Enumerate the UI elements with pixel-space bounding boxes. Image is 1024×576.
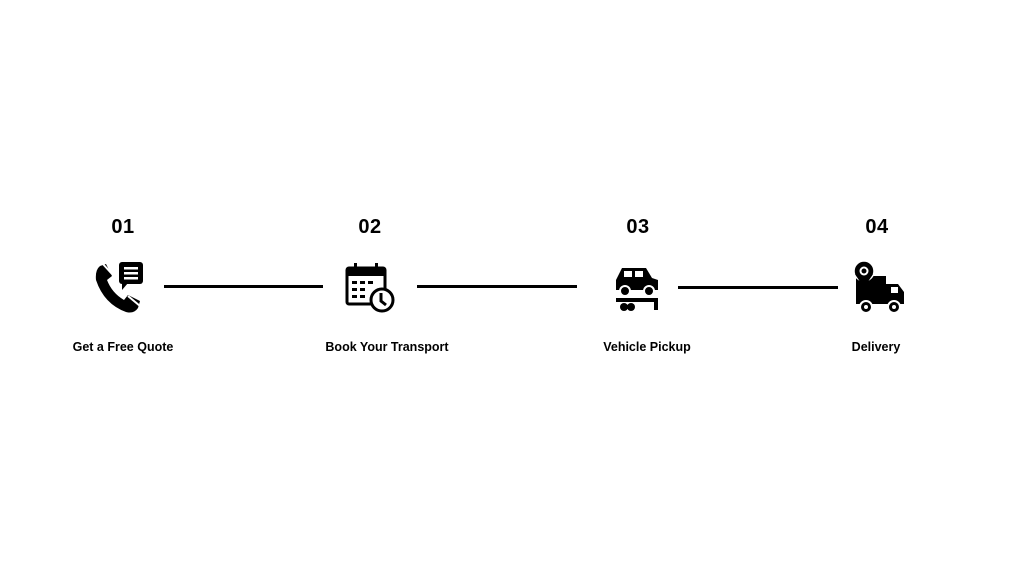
step-number: 01	[111, 216, 135, 238]
step-label: Book Your Transport	[325, 340, 449, 354]
delivery-truck-location-icon	[853, 260, 904, 314]
step-label: Delivery	[851, 340, 901, 354]
phone-chat-icon	[95, 262, 143, 313]
step-number: 02	[358, 216, 382, 238]
car-lift-icon	[616, 268, 658, 311]
connector-line	[164, 285, 323, 288]
connector-line	[417, 285, 577, 288]
connector-line	[678, 286, 838, 289]
step-number: 03	[626, 216, 650, 238]
calendar-clock-icon	[345, 263, 395, 313]
step-label: Get a Free Quote	[72, 340, 174, 354]
step-label: Vehicle Pickup	[603, 340, 691, 354]
step-number: 04	[865, 216, 889, 238]
